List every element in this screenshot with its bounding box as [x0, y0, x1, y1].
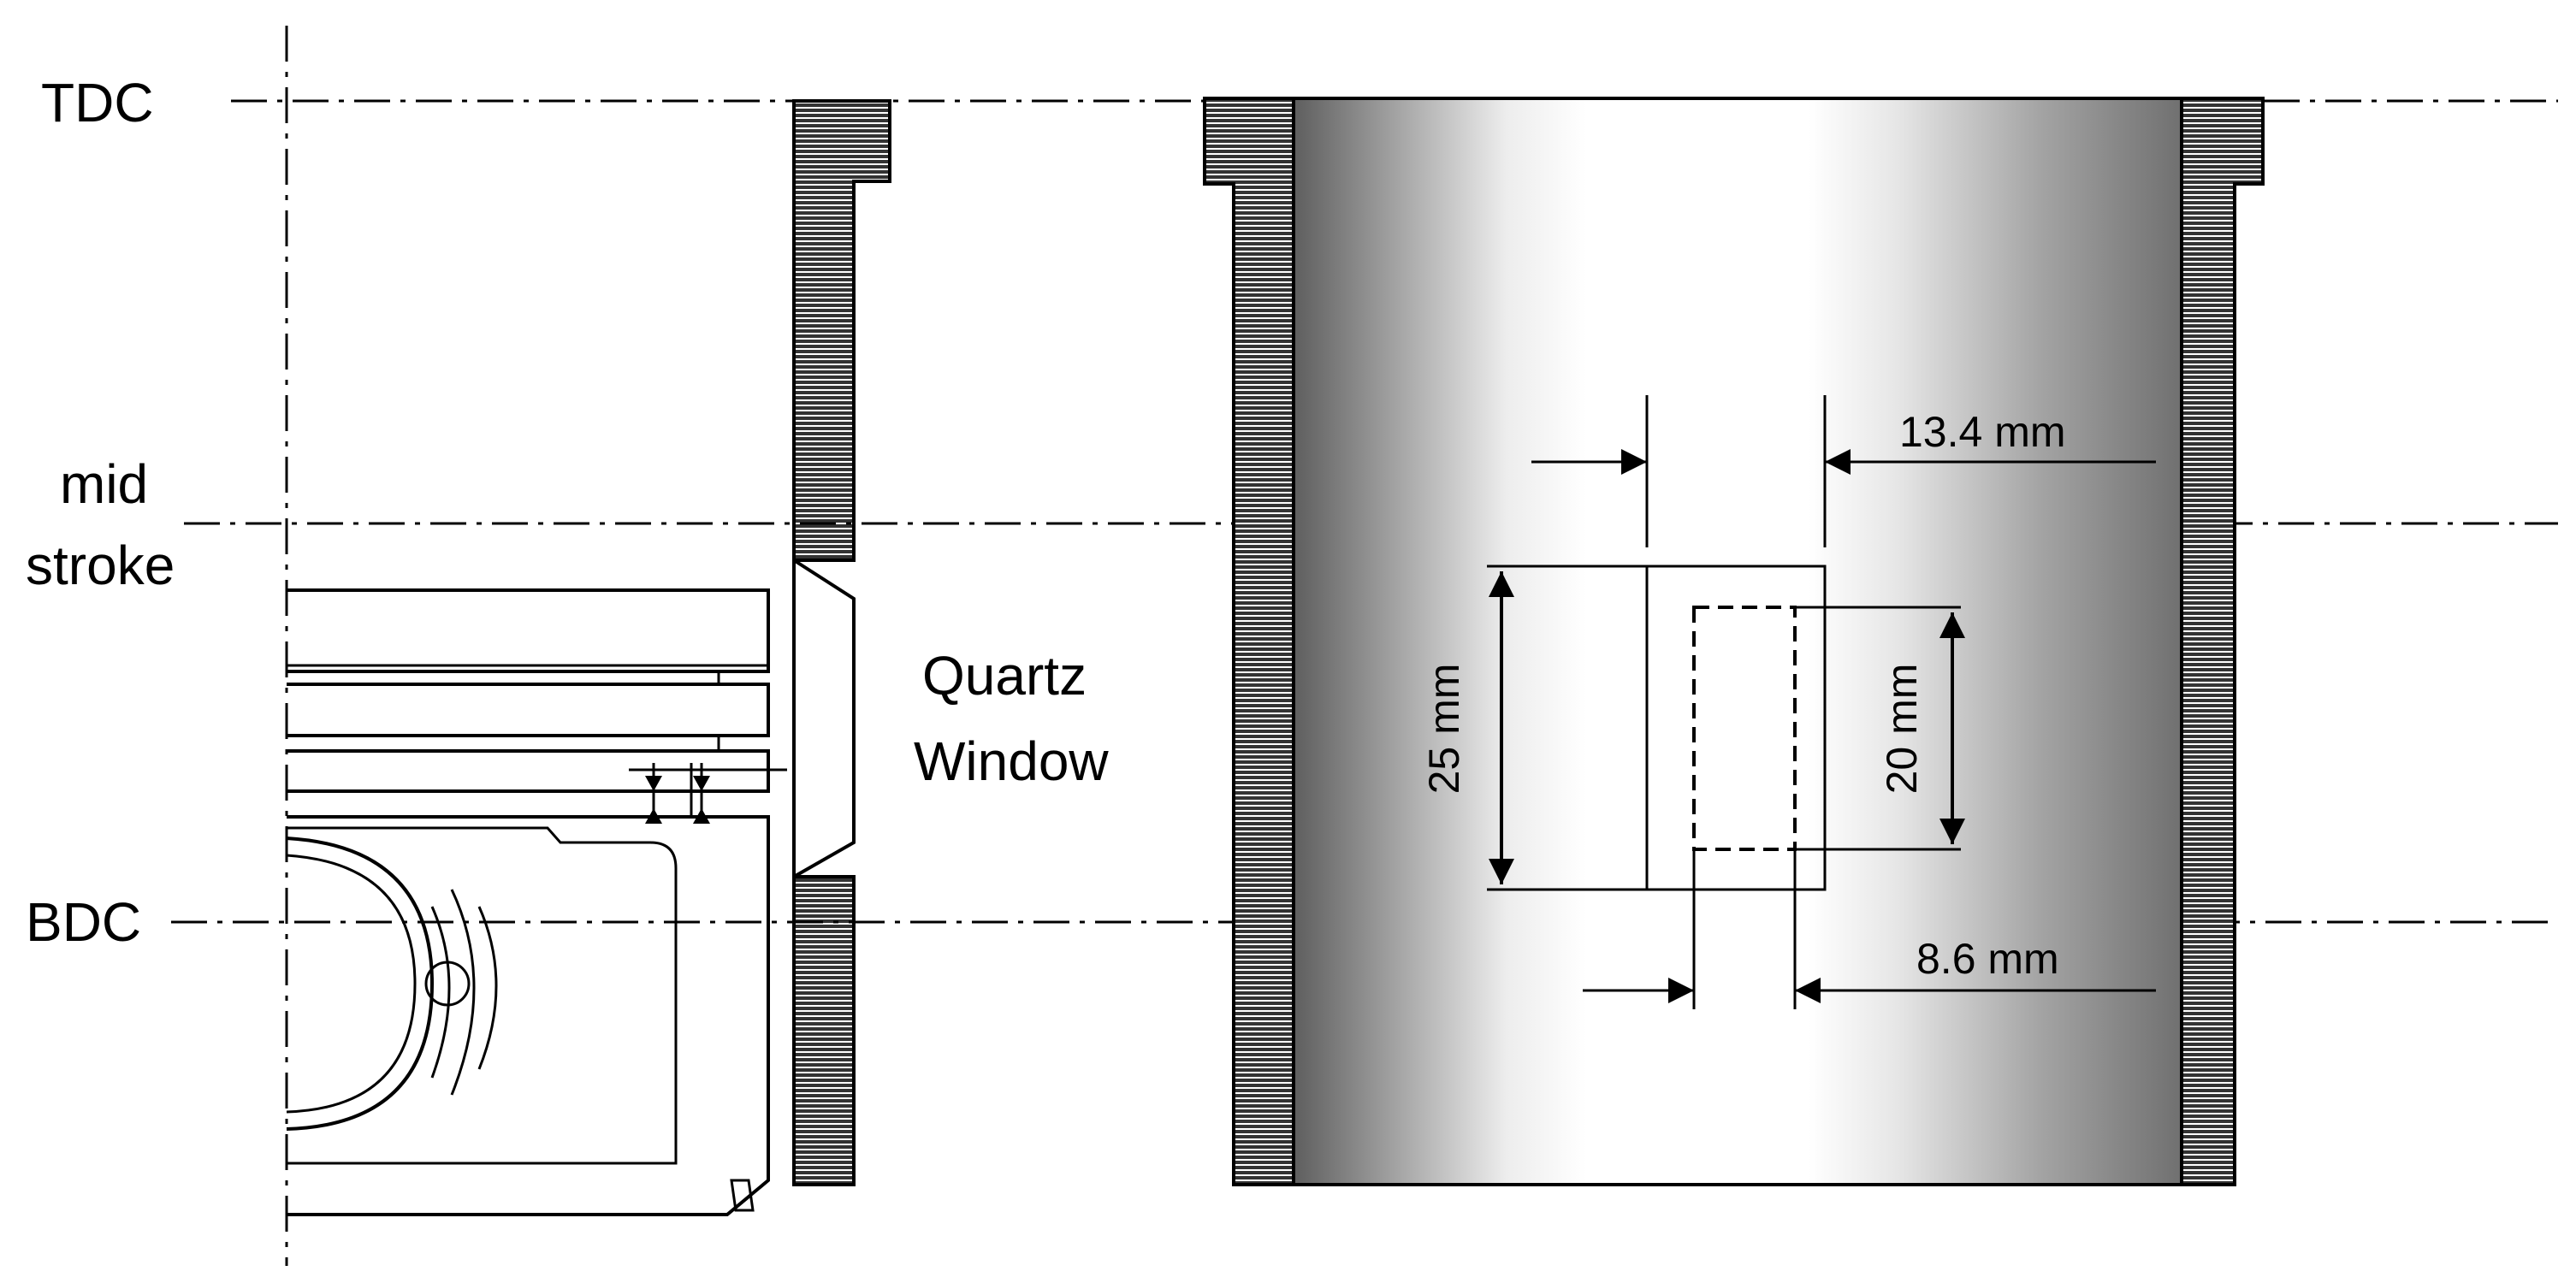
liner-left-wall: [1203, 97, 1295, 1186]
dim-label-25: 25 mm: [1420, 664, 1468, 795]
liner-bore-surface: [1294, 98, 2182, 1185]
dimension-8-6: [1583, 849, 2156, 1009]
connecting-rod: [286, 837, 498, 1131]
dim-label-20: 20 mm: [1878, 664, 1926, 795]
dim-label-13-4: 13.4 mm: [1899, 408, 2066, 456]
quartz-window-label-line1: Quartz: [922, 645, 1087, 706]
window-outline: [1645, 565, 1827, 891]
inner-window-aperture: [1692, 606, 1797, 851]
mid-stroke-label-line2: stroke: [26, 535, 175, 596]
quartz-window: [792, 557, 856, 880]
liner-right-wall: [2180, 97, 2265, 1186]
dimension-25: [1487, 565, 1647, 891]
piston-skirt: [287, 815, 770, 1216]
liner-wall-upper: [792, 99, 891, 562]
dim-label-8-6: 8.6 mm: [1916, 935, 2059, 983]
wrist-pin: [424, 961, 471, 1007]
quartz-window-label-line2: Window: [914, 730, 1109, 792]
piston-section-view: [285, 26, 891, 1266]
tdc-label: TDC: [41, 72, 154, 133]
dimension-20: [1795, 606, 1965, 851]
liner-face-view: [1203, 97, 2265, 1186]
dimension-13-4: [1531, 395, 2156, 547]
bdc-label: BDC: [26, 891, 141, 953]
piston-crown: [287, 588, 787, 824]
mid-stroke-label-line1: mid: [60, 453, 148, 515]
outer-window-frame: [1645, 565, 1827, 891]
liner-wall-lower: [792, 875, 856, 1186]
